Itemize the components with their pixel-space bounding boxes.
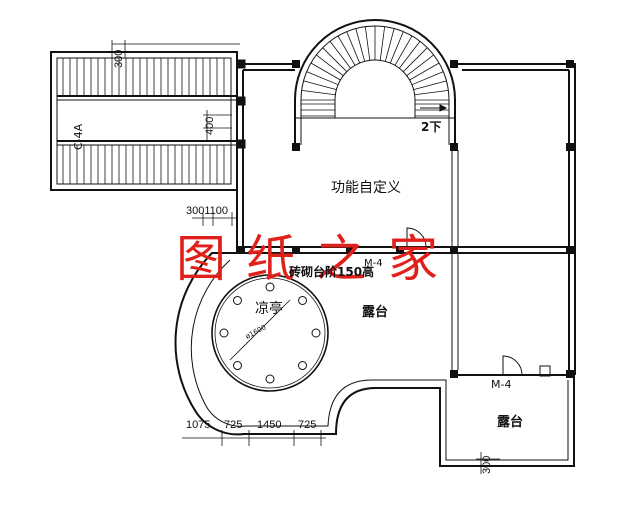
railings [451,150,459,370]
room-custom-label: 功能自定义 [331,180,401,196]
dim-bottom-1075: 1075 [186,419,210,431]
main-walls [236,63,576,375]
door-main-label: M-4 [364,258,383,269]
watermark-char-3: 之 [316,230,366,288]
pavilion-circle [211,274,329,392]
pavilion-label: 凉亭 [255,300,283,317]
columns [237,60,574,378]
dim-stair-mid: 400 [204,117,216,135]
stair-down-label: 2下 [421,120,441,134]
bottom-dimension-line [182,430,326,446]
watermark-char-1: 图 [176,230,226,288]
stairwell-c4a [50,51,246,191]
door-small-swing [502,355,551,377]
dim-stair-bottom: 3001100 [186,205,228,217]
right-dimension-line [476,452,500,474]
stair-code-label: C-4A [72,123,85,150]
watermark-char-2: 纸 [246,230,296,288]
door-main-swing [406,227,427,248]
watermark: 图 纸 之 家 [176,230,438,288]
stair-dimension-lines [111,40,240,226]
dim-bottom-1450: 1450 [257,419,281,431]
circle-diameter-label: ø1600 [244,323,267,340]
dim-stair-top: 300 [113,50,125,68]
brick-step-label: 砖砌台阶150高 [289,264,374,279]
dim-bottom-725-b: 725 [298,419,316,431]
terrace-small-label: 露台 [497,414,523,430]
dim-right-300: 300 [481,456,493,474]
pavilion-terrace [174,252,575,467]
terrace-main-label: 露台 [362,304,388,320]
door-small-label: M-4 [491,378,511,391]
dim-bottom-725-a: 725 [224,419,242,431]
spiral-staircase [294,19,456,150]
watermark-char-4: 家 [388,230,438,288]
